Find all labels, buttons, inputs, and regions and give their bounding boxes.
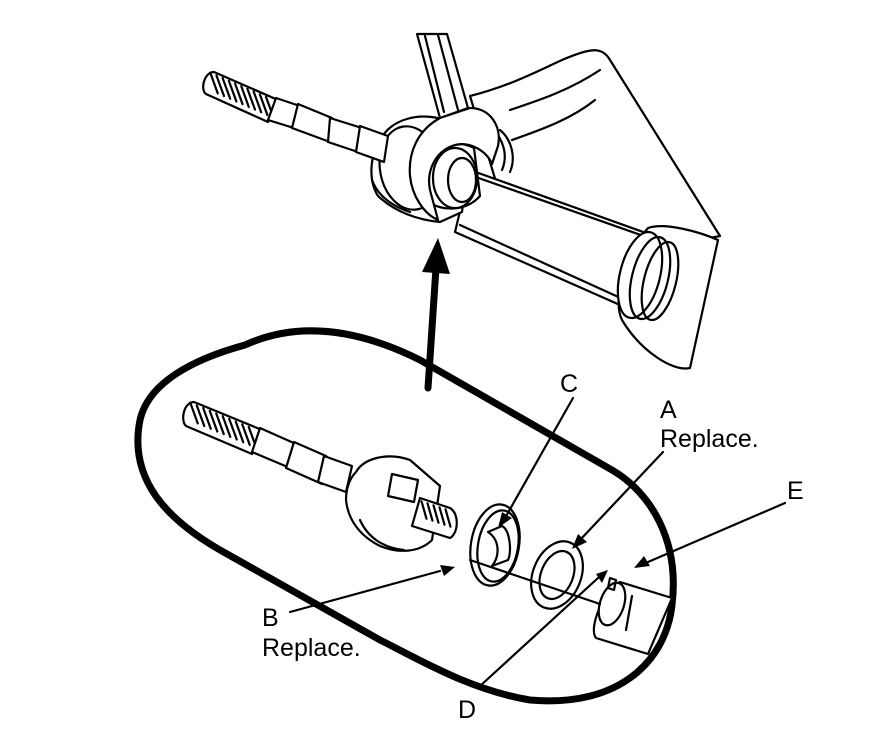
upper-tie-rod-drawing <box>202 70 390 164</box>
label-a-note: Replace. <box>660 425 759 453</box>
label-a: A <box>660 396 677 424</box>
leader-line-d <box>478 576 600 688</box>
thread-ridge <box>189 401 199 425</box>
thread-ridge <box>208 409 219 433</box>
thread-ridge <box>432 504 440 524</box>
thread-ridge <box>215 74 226 98</box>
thread-ridge <box>241 423 251 447</box>
thread-ridge <box>240 85 250 108</box>
wrench-drawing <box>415 32 470 120</box>
thread-ridge <box>221 415 232 438</box>
thread-ridge <box>252 90 263 114</box>
thread-ridge <box>246 87 257 111</box>
thread-ridge <box>444 508 452 528</box>
thread-ridge <box>228 417 238 441</box>
leader-line-b <box>288 569 442 614</box>
lower-tie-rod-drawing <box>182 400 354 494</box>
thread-ridge <box>234 420 245 444</box>
thread-ridge <box>202 406 212 430</box>
stop-washer-drawing <box>530 540 584 610</box>
thread-ridge <box>221 76 232 100</box>
label-b: B <box>262 604 279 632</box>
thread-ridge <box>227 79 238 103</box>
inner-ball-joint-drawing <box>344 455 458 552</box>
thread-ridge <box>233 82 244 106</box>
leader-line-c <box>503 396 575 520</box>
thread-ridge <box>420 500 428 520</box>
label-d: D <box>458 696 477 724</box>
leader-lines <box>288 396 787 688</box>
rack-housing-drawing <box>453 49 722 370</box>
thread-ridge <box>215 412 225 436</box>
thread-ridge <box>258 93 269 117</box>
lower-exploded-view <box>182 400 674 656</box>
thread-ridge <box>209 71 219 95</box>
upper-assembly-view <box>202 32 722 392</box>
detail-outline <box>134 327 677 705</box>
leader-line-e <box>646 501 787 564</box>
wrench-jaw-drawing <box>408 106 500 222</box>
rack-end-drawing <box>592 576 674 656</box>
leader-line-a <box>578 450 665 542</box>
thread-ridge <box>438 506 446 526</box>
thread-ridge <box>426 502 434 522</box>
label-b-note: Replace. <box>262 634 361 662</box>
thread-ridge <box>195 404 206 428</box>
label-c: C <box>560 370 579 398</box>
label-e: E <box>787 477 804 505</box>
